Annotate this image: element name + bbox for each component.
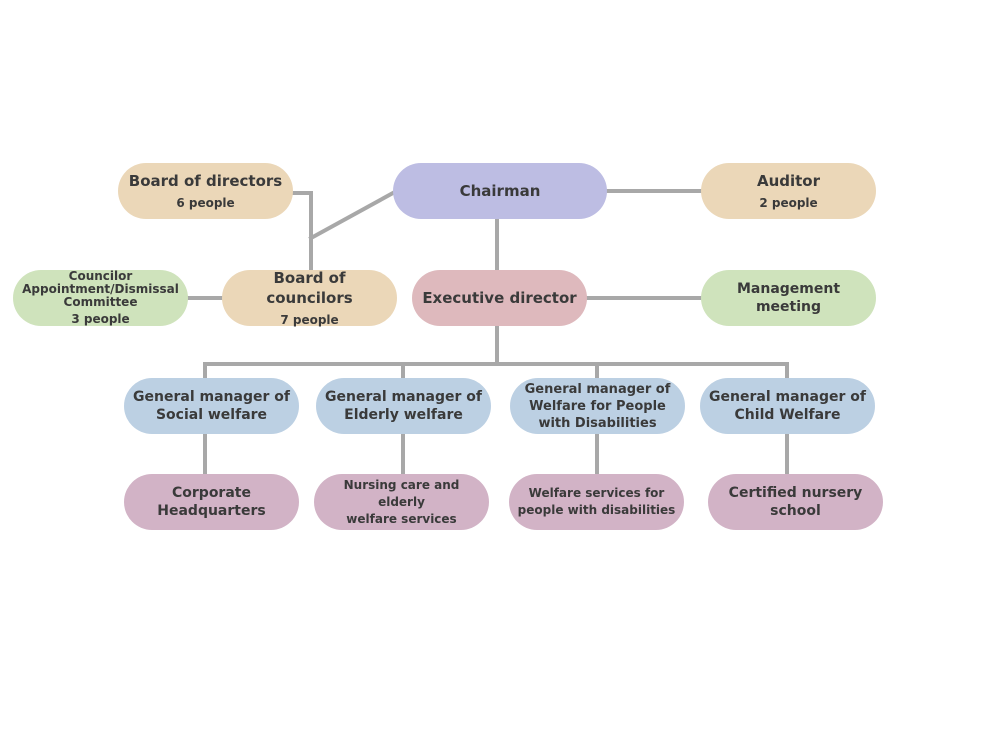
nursery-school-node: Certified nursery school [708, 474, 883, 530]
corporate-hq-title-2: Headquarters [157, 503, 266, 519]
auditor-node: Auditor 2 people [701, 163, 876, 219]
nursing-care-title-2: welfare services [346, 511, 457, 526]
nursing-care-title-1: Nursing care and elderly [343, 477, 460, 509]
gm-child-title-2: Child Welfare [734, 407, 841, 423]
board-of-directors-count: 6 people [176, 196, 235, 210]
chairman-title: Chairman [459, 182, 541, 200]
auditor-count: 2 people [759, 196, 818, 210]
gm-social-title-2: Social welfare [155, 407, 268, 423]
gm-social-node: General manager of Social welfare [124, 378, 299, 434]
board-of-directors-title: Board of directors [128, 172, 283, 190]
councilor-committee-node: Councilor Appointment/Dismissal Committe… [13, 268, 188, 326]
executive-director-title: Executive director [422, 289, 577, 307]
gm-social-title-1: General manager of [133, 389, 290, 405]
nursing-care-node: Nursing care and elderly welfare service… [314, 474, 489, 530]
gm-child-title-1: General manager of [709, 389, 866, 405]
board-of-councilors-title: Board of councilors [266, 269, 353, 307]
gm-child-node: General manager of Child Welfare [700, 378, 875, 434]
management-meeting-node: Management meeting [701, 270, 876, 326]
gm-disabilities-title-2: Welfare for People [529, 398, 666, 414]
welfare-disabilities-title-1: Welfare services for [528, 486, 665, 500]
executive-director-node: Executive director [412, 270, 587, 326]
chairman-node: Chairman [393, 163, 607, 219]
councilor-committee-count: 3 people [71, 311, 130, 326]
gm-disabilities-title-1: General manager of [524, 381, 671, 397]
board-of-councilors-node: Board of councilors 7 people [222, 269, 397, 327]
auditor-title: Auditor [756, 172, 821, 190]
nursery-school-title-2: school [770, 503, 821, 519]
gm-elderly-node: General manager of Elderly welfare [316, 378, 491, 434]
gm-disabilities-title-3: with Disabilities [538, 415, 657, 431]
welfare-disabilities-title-2: people with disabilities [517, 503, 676, 517]
councilor-committee-title-1: Councilor [68, 268, 133, 283]
gm-elderly-title-1: General manager of [325, 389, 482, 405]
gm-elderly-title-2: Elderly welfare [344, 407, 463, 423]
gm-disabilities-node: General manager of Welfare for People wi… [510, 378, 685, 434]
corporate-hq-node: Corporate Headquarters [124, 474, 299, 530]
board-of-directors-node: Board of directors 6 people [118, 163, 293, 219]
line-chairman-councilors [308, 190, 396, 241]
councilor-committee-title-3: Committee [63, 294, 138, 309]
management-meeting-title: Management meeting [736, 281, 841, 315]
welfare-disabilities-node: Welfare services for people with disabil… [509, 474, 684, 530]
corporate-hq-title-1: Corporate [172, 485, 251, 501]
board-of-councilors-count: 7 people [280, 313, 339, 327]
nursery-school-title-1: Certified nursery [728, 485, 863, 501]
councilor-committee-title-2: Appointment/Dismissal [22, 281, 179, 296]
